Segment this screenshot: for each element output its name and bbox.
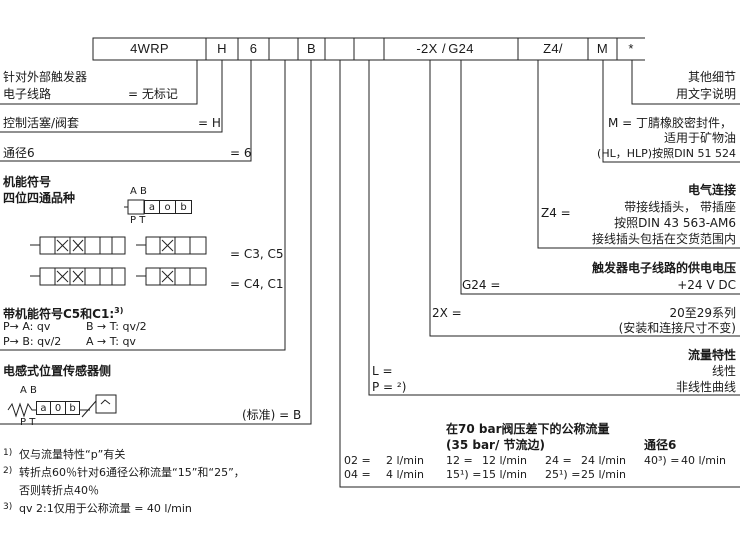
flow-r1-c7: 40³) = bbox=[644, 454, 680, 467]
control-spool-value: = H bbox=[198, 116, 221, 130]
code-field-spool: H bbox=[217, 41, 227, 56]
symbol-cells: a o b bbox=[144, 200, 192, 214]
symbol-ports-top: A B bbox=[130, 186, 147, 197]
external-trigger-value: = 无标记 bbox=[128, 87, 178, 101]
flow-r2-c2: 4 l/min bbox=[386, 468, 425, 481]
nominal-flow-size-title: 通径6 bbox=[644, 438, 677, 452]
flow-r2-c6: 25 l/min bbox=[581, 468, 626, 481]
symbol-cell-b: b bbox=[175, 200, 192, 214]
flow-r1-c5: 24 = bbox=[545, 454, 572, 467]
electrical-line-2: 按照DIN 43 563-AM6 bbox=[614, 216, 736, 230]
function-symbol-title: 机能符号 bbox=[3, 175, 52, 189]
symbol-ports-bottom: P T bbox=[130, 215, 146, 226]
other-details-1: 其他细节 bbox=[687, 70, 736, 84]
footnote-2-text: 转折点60％针对6通径公称流量“15”和“25”， bbox=[19, 466, 245, 479]
c5-c1-line-1b: B → T: qv/2 bbox=[86, 320, 147, 333]
footnote-2-mark: 2) bbox=[3, 466, 13, 476]
nominal-flow-title: 在70 bar阀压差下的公称流量 bbox=[446, 422, 610, 436]
nominal-size-value: = 6 bbox=[230, 146, 252, 160]
series-value: 20至29系列 bbox=[669, 306, 736, 320]
seal-line-1: M = 丁腈橡胶密封件， bbox=[608, 116, 733, 130]
c5-c1-title-text: 带机能符号C5和C1: bbox=[3, 307, 115, 321]
other-details-2: 用文字说明 bbox=[675, 87, 736, 101]
flow-r1-c1: 02 = bbox=[344, 454, 371, 467]
function-row2-label: = C4, C1 bbox=[230, 277, 284, 291]
symbol-cell-a: a bbox=[144, 200, 160, 214]
external-trigger-label-2: 电子线路 bbox=[3, 87, 52, 101]
footnote-2-cont: 否则转折点40％ bbox=[19, 484, 99, 497]
code-field-seal: M bbox=[596, 41, 609, 56]
control-spool-label: 控制活塞/阀套 bbox=[3, 116, 80, 130]
sensor-cells: a 0 b bbox=[36, 401, 80, 415]
series-key: 2X = bbox=[432, 306, 462, 320]
flow-char-p-key: P = ²) bbox=[372, 380, 407, 394]
code-field-voltage: G24 bbox=[448, 41, 474, 56]
supply-value: +24 V DC bbox=[677, 278, 736, 292]
code-field-sep-1: / bbox=[442, 41, 446, 56]
flow-r1-c3: 12 = bbox=[446, 454, 473, 467]
code-field-type: 4WRP bbox=[130, 41, 169, 56]
sensor-standard-label: (标准) = B bbox=[242, 408, 302, 422]
nominal-size-label: 通径6 bbox=[3, 146, 35, 160]
series-note: (安装和连接尺寸不变) bbox=[618, 321, 736, 335]
supply-key: G24 = bbox=[462, 278, 501, 292]
flow-char-l-key: L = bbox=[372, 364, 393, 378]
code-field-char bbox=[354, 38, 384, 60]
sensor-ports-bottom: P T bbox=[20, 417, 36, 428]
sensor-ports-top: A B bbox=[20, 385, 37, 396]
c5-c1-line-2a: P→ B: qv/2 bbox=[3, 335, 62, 348]
seal-line-3: (HL，HLP)按照DIN 51 524 bbox=[597, 147, 736, 160]
symbol-cell-o: o bbox=[159, 200, 176, 214]
nominal-flow-subtitle: (35 bar/ 节流边) bbox=[446, 438, 546, 452]
c5-c1-line-2b: A → T: qv bbox=[86, 335, 136, 348]
flow-r1-c2: 2 l/min bbox=[386, 454, 425, 467]
flow-r2-c4: 15 l/min bbox=[482, 468, 527, 481]
flow-r2-c3: 15¹) = bbox=[446, 468, 482, 481]
flow-char-p-val: 非线性曲线 bbox=[675, 380, 736, 394]
footnote-1-text: 仅与流量特性“p”有关 bbox=[19, 448, 126, 461]
sensor-cell-b: b bbox=[65, 401, 80, 415]
external-trigger-label-1: 针对外部触发器 bbox=[3, 70, 88, 84]
sensor-title: 电感式位置传感器侧 bbox=[3, 364, 112, 378]
function-symbol-subtitle: 四位四通品种 bbox=[3, 191, 76, 205]
sensor-cell-a: a bbox=[36, 401, 51, 415]
c5-c1-title: 带机能符号C5和C1:3) bbox=[3, 304, 123, 321]
footnote-1-mark: 1) bbox=[3, 448, 13, 458]
c5-c1-title-sup: 3) bbox=[114, 306, 124, 315]
flow-r1-c6: 24 l/min bbox=[581, 454, 626, 467]
code-field-size: 6 bbox=[249, 41, 258, 56]
flow-r1-c4: 12 l/min bbox=[482, 454, 527, 467]
flow-char-title: 流量特性 bbox=[687, 348, 736, 362]
code-field-connector: Z4/ bbox=[543, 41, 563, 56]
flow-r2-c5: 25¹) = bbox=[545, 468, 581, 481]
code-field-flow bbox=[325, 38, 354, 60]
code-field-series: -2X bbox=[416, 41, 438, 56]
code-field-sensor: B bbox=[307, 41, 316, 56]
electrical-line-3: 接线插头包括在交货范围内 bbox=[591, 232, 736, 246]
electrical-z4-key: Z4 = bbox=[541, 206, 571, 220]
electrical-line-1: 带接线插头， 带插座 bbox=[624, 200, 736, 214]
sensor-cell-0: 0 bbox=[50, 401, 66, 415]
code-field-symbol bbox=[269, 38, 298, 60]
electrical-title: 电气连接 bbox=[687, 183, 736, 197]
code-field-other: * bbox=[628, 41, 634, 56]
footnote-3-text: qv 2:1仅用于公称流量 = 40 l/min bbox=[19, 502, 192, 515]
flow-char-l-val: 线性 bbox=[711, 364, 736, 378]
c5-c1-line-1a: P→ A: qv bbox=[3, 320, 51, 333]
function-row1-label: = C3, C5 bbox=[230, 247, 284, 261]
seal-line-2: 适用于矿物油 bbox=[663, 131, 736, 145]
supply-title: 触发器电子线路的供电电压 bbox=[591, 261, 736, 275]
flow-r1-c8: 40 l/min bbox=[681, 454, 726, 467]
flow-r2-c1: 04 = bbox=[344, 468, 371, 481]
footnote-3-mark: 3) bbox=[3, 502, 13, 512]
